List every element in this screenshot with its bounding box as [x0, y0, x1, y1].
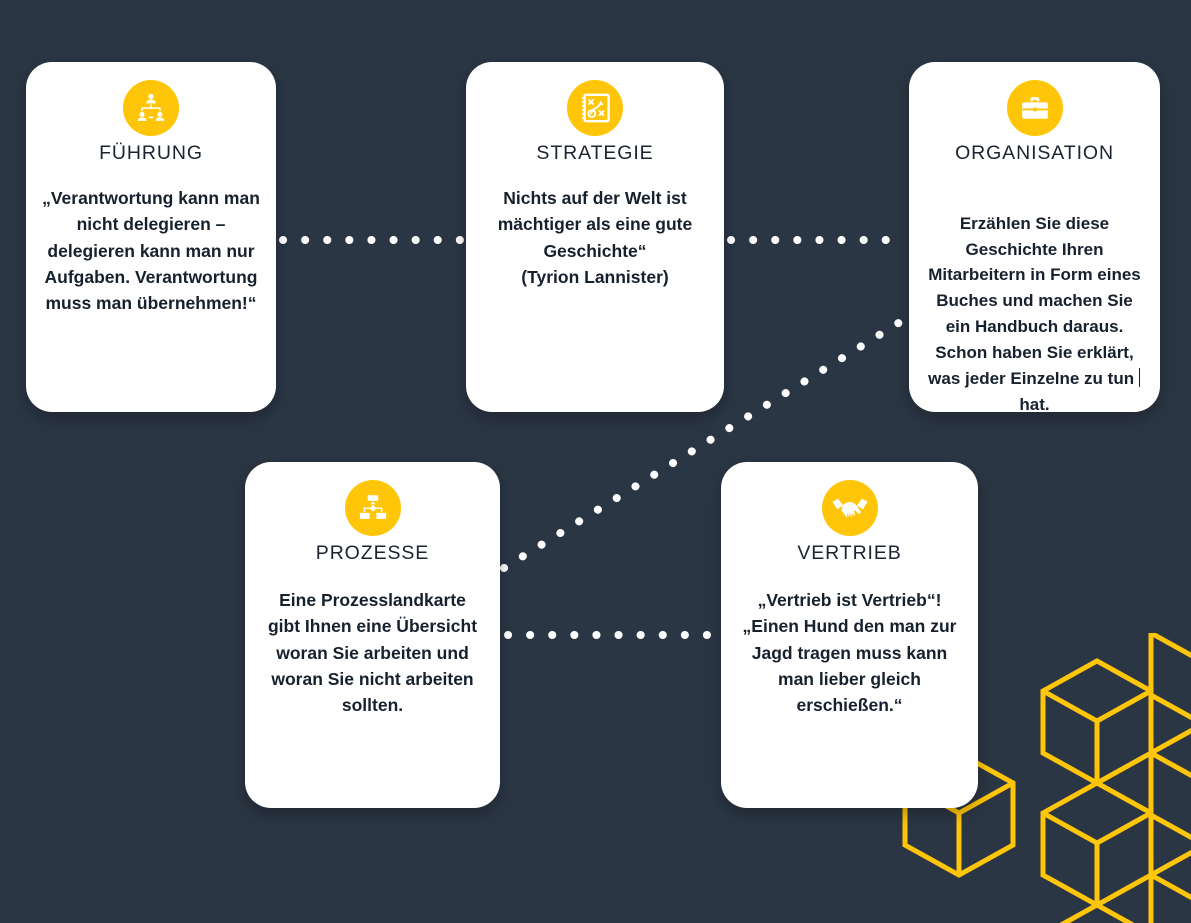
card-title: ORGANISATION	[955, 142, 1114, 164]
card-body: Eine Prozesslandkarte gibt Ihnen eine Üb…	[267, 590, 478, 715]
card-title: PROZESSE	[315, 542, 430, 564]
card-fuehrung[interactable]: FÜHRUNG „Verantwortung kann man nicht de…	[26, 62, 276, 412]
strategy-playbook-icon	[567, 80, 623, 136]
card-body-text-before-caret: Erzählen Sie diese Geschichte Ihren Mita…	[928, 213, 1141, 388]
card-body: Nichts auf der Welt ist mächtiger als ei…	[497, 188, 693, 287]
card-body-text-after-caret: hat.	[1019, 394, 1050, 412]
org-chart-icon	[123, 80, 179, 136]
card-title: STRATEGIE	[536, 142, 654, 164]
card-organisation[interactable]: ORGANISATION Erzählen Sie diese Geschich…	[909, 62, 1160, 412]
handshake-icon	[821, 480, 878, 536]
card-vertrieb[interactable]: VERTRIEB „Vertrieb ist Vertrieb“! „Einen…	[721, 462, 978, 808]
card-body: „Verantwortung kann man nicht delegieren…	[42, 188, 260, 313]
card-title: VERTRIEB	[797, 542, 902, 564]
text-caret	[1138, 367, 1140, 387]
card-body: Erzählen Sie diese Geschichte Ihren Mita…	[925, 185, 1144, 412]
card-title: FÜHRUNG	[99, 142, 203, 164]
flowchart-icon	[344, 480, 401, 536]
card-body: „Vertrieb ist Vertrieb“! „Einen Hund den…	[742, 590, 957, 715]
briefcase-icon	[1006, 80, 1063, 136]
card-strategie[interactable]: STRATEGIE Nichts auf der Welt ist mächti…	[466, 62, 724, 412]
card-prozesse[interactable]: PROZESSE Eine Prozesslandkarte gibt Ihne…	[245, 462, 500, 808]
